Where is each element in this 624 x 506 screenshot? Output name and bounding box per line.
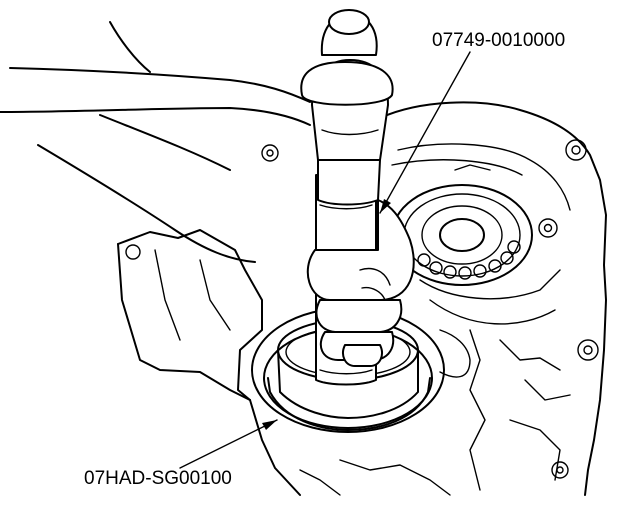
- driver-part-number-label: 07749-0010000: [432, 30, 566, 51]
- driver-leader-line: [379, 51, 471, 214]
- installer-part-number-label: 07HAD-SG00100: [84, 468, 232, 489]
- hand-icon: [37, 114, 415, 367]
- bearing-icon: [391, 184, 533, 286]
- driver-leader-arrow: [380, 199, 391, 213]
- installer-leader-line: [179, 419, 278, 469]
- arm-icon: [0, 21, 311, 126]
- installer-leader-arrow: [262, 420, 277, 430]
- hammer-icon: [300, 9, 394, 206]
